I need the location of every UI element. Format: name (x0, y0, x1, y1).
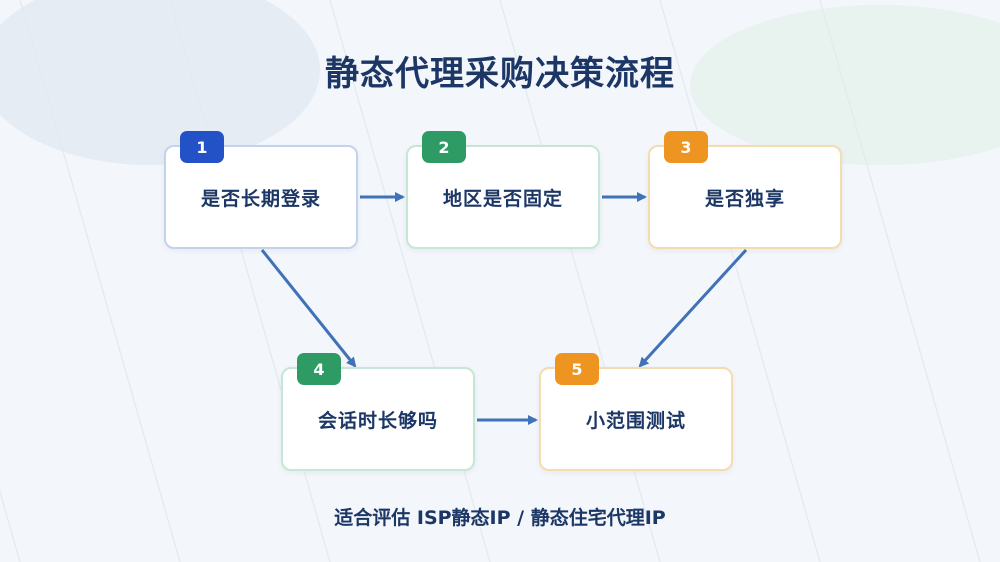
step-box-4: 4 会话时长够吗 (281, 353, 475, 471)
step-box-3: 3 是否独享 (648, 131, 842, 249)
step-badge-5: 5 (555, 353, 599, 385)
step-badge-1: 1 (180, 131, 224, 163)
footer-note: 适合评估 ISP静态IP / 静态住宅代理IP (334, 507, 666, 529)
step-box-1: 1 是否长期登录 (164, 131, 358, 249)
step-label-1: 是否长期登录 (200, 187, 321, 210)
step-badge-3: 3 (664, 131, 708, 163)
arrow-3-to-5 (638, 248, 748, 368)
step-box-2: 2 地区是否固定 (406, 131, 600, 249)
step-label-5: 小范围测试 (585, 409, 686, 432)
step-label-2: 地区是否固定 (442, 187, 563, 210)
step-badge-4: 4 (297, 353, 341, 385)
arrow-1-to-4 (260, 249, 357, 368)
step-box-5: 5 小范围测试 (539, 353, 733, 471)
step-label-3: 是否独享 (704, 187, 785, 210)
page-title: 静态代理采购决策流程 (325, 54, 675, 94)
step-badge-2: 2 (422, 131, 466, 163)
step-label-4: 会话时长够吗 (317, 409, 438, 432)
